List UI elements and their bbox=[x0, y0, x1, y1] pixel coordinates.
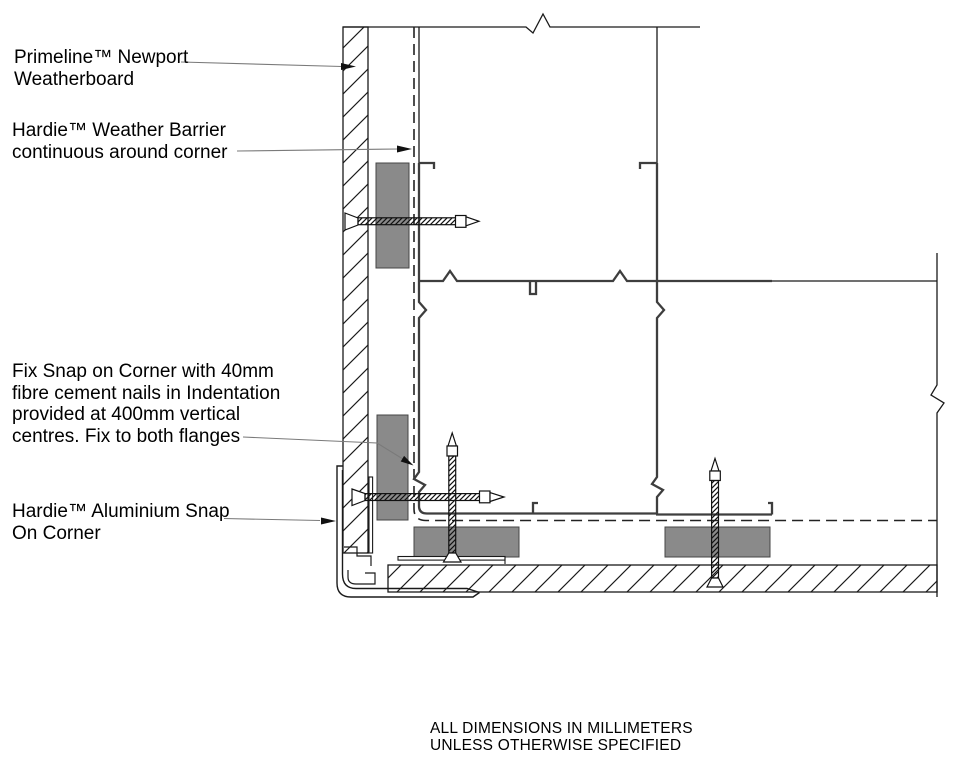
cavity-packer bbox=[376, 414, 409, 521]
cavity-packer bbox=[413, 526, 520, 558]
snap-corner-outer-leg bbox=[336, 465, 480, 598]
nail-icon bbox=[706, 456, 724, 588]
weatherboard-label: Primeline™ Newport Weatherboard bbox=[14, 47, 189, 90]
fixing-note-label: Fix Snap on Corner with 40mm fibre cemen… bbox=[12, 361, 281, 447]
leader-corner bbox=[223, 517, 336, 525]
stud-web bbox=[650, 281, 666, 514]
leader-fixing bbox=[242, 436, 414, 466]
leader-lines bbox=[180, 61, 414, 525]
wall-face-lines bbox=[418, 27, 937, 282]
dimensions-footer-note: ALL DIMENSIONS IN MILLIMETERS UNLESS OTH… bbox=[430, 720, 693, 754]
leader-arrow-icon bbox=[321, 517, 336, 525]
snap-corner-clip bbox=[344, 546, 372, 566]
nail-icon bbox=[344, 212, 481, 231]
leader-arrow-icon bbox=[341, 63, 356, 70]
stud-lip bbox=[531, 501, 538, 514]
stud-lip bbox=[638, 161, 657, 169]
stud-web bbox=[412, 281, 656, 515]
snap-corner-fixing-flange-left bbox=[368, 476, 374, 554]
track-line bbox=[419, 268, 772, 283]
nail-icon bbox=[442, 431, 463, 563]
leader-weatherboard bbox=[180, 61, 356, 70]
stud-lip bbox=[528, 281, 538, 296]
nails bbox=[344, 212, 724, 588]
weather-barrier-label: Hardie™ Weather Barrier continuous aroun… bbox=[12, 120, 228, 163]
leader-barrier bbox=[236, 145, 412, 153]
leader-arrow-icon bbox=[400, 455, 414, 466]
snap-on-corner-label: Hardie™ Aluminium Snap On Corner bbox=[12, 501, 230, 544]
cavity-packers bbox=[375, 162, 771, 558]
break-line-right bbox=[930, 253, 945, 597]
weatherboard-section-left bbox=[342, 26, 369, 554]
break-line-top bbox=[343, 12, 700, 35]
steel-framing bbox=[412, 161, 774, 516]
weather-barrier-dashed-line bbox=[413, 27, 937, 522]
break-lines bbox=[343, 12, 945, 597]
snap-corner-inner-leg bbox=[341, 470, 480, 594]
stud-lip bbox=[419, 161, 436, 169]
weatherboard-sections bbox=[342, 26, 938, 593]
nail-icon bbox=[351, 488, 506, 507]
leader-arrow-icon bbox=[397, 145, 412, 153]
cavity-packer bbox=[375, 162, 410, 269]
weatherboard-section-bottom bbox=[387, 564, 938, 593]
snap-corner-clip bbox=[347, 570, 376, 585]
